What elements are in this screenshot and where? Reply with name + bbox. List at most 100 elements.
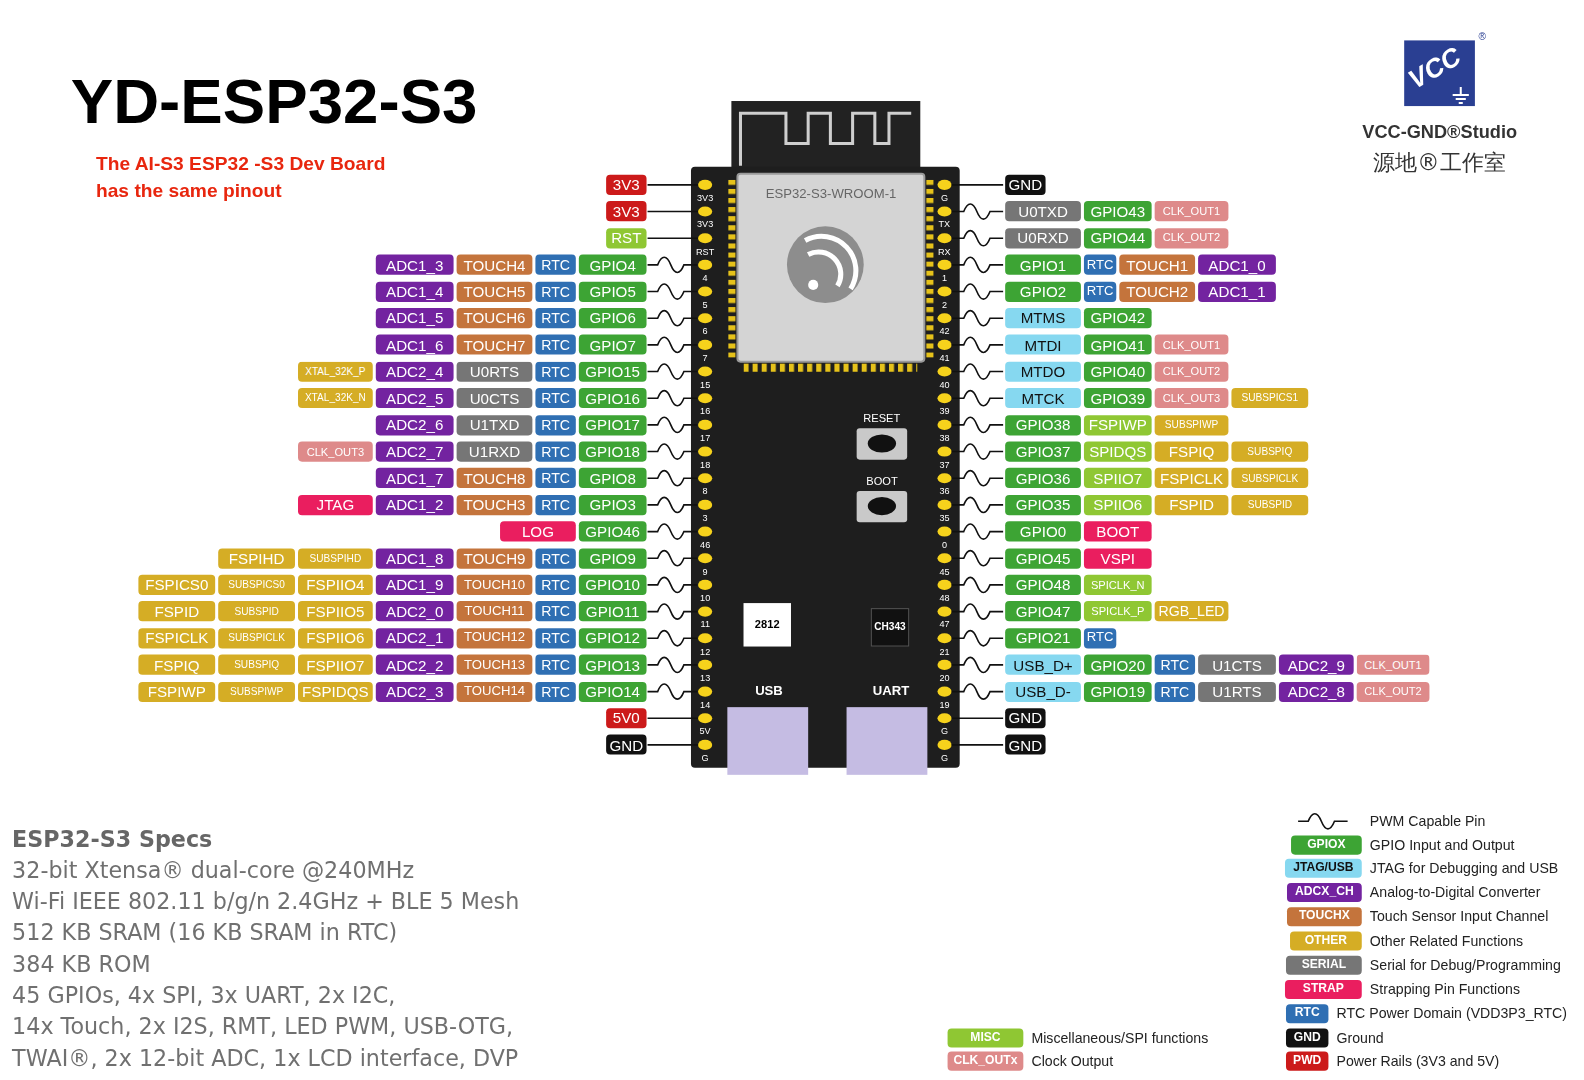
pin-function-text: U1CTS [1212, 656, 1262, 673]
pin-function-text: U1RTS [1212, 683, 1261, 700]
pin-function-tag: RTC [535, 415, 575, 435]
pin-function-tag: RTC [1155, 681, 1195, 701]
pin-dot [937, 286, 951, 296]
pin-function-tag: CLK_OUT1 [1155, 201, 1229, 221]
legend-swatch-text: ADCX_CH [1295, 885, 1354, 899]
pin-function-text: GPIO1 [1020, 256, 1066, 273]
pin-function-text: FSPID [154, 603, 199, 620]
module-pads [926, 180, 933, 358]
pin-function-tag: ADC2_3 [376, 681, 454, 701]
legend-swatch-text: GND [1294, 1031, 1321, 1045]
text-label: The AI-S3 ESP32 -S3 Dev Board has the sa… [96, 150, 391, 205]
pin-function-tag: GPIO38 [1005, 415, 1081, 435]
legend-swatch-text: PWD [1293, 1054, 1321, 1068]
pin-dot [698, 500, 712, 510]
pin-function-tag: FSPIQ [138, 655, 215, 675]
pin-function-tag: GND [1005, 708, 1045, 728]
pin-function-tag: CLK_OUT3 [1155, 388, 1229, 408]
legend-text: RTC Power Domain (VDD3P3_RTC) [1336, 1005, 1567, 1021]
pin-function-text: SUBSPIWP [230, 686, 283, 698]
pin-dot [937, 340, 951, 350]
silkscreen-label: 8 [703, 486, 708, 496]
silkscreen-label: 10 [700, 593, 710, 603]
chip-label: 2812 [755, 618, 780, 631]
pin-function-tag: ADC2_9 [1279, 655, 1354, 675]
legend-text: Ground [1336, 1029, 1383, 1045]
pin-function-tag: TOUCH9 [457, 548, 533, 568]
legend-text: Clock Output [1031, 1053, 1113, 1069]
pin-function-text: SUBSPIQ [234, 659, 279, 671]
pin-dot [698, 740, 712, 750]
legend-text: JTAG for Debugging and USB [1370, 860, 1558, 876]
silkscreen-label: 19 [939, 700, 949, 710]
pin-function-text: RTC [541, 577, 570, 593]
pwm-wave [648, 257, 698, 272]
pin-function-tag: TOUCH3 [457, 495, 533, 515]
pin-function-tag: GPIO48 [1005, 575, 1081, 595]
pin-function-text: GPIO40 [1090, 363, 1145, 380]
silkscreen-label: G [941, 726, 948, 736]
pin-function-text: TOUCH3 [463, 496, 525, 513]
silkscreen-label: G [941, 193, 948, 203]
pin-function-text: RTC [541, 363, 570, 379]
lead-line [648, 717, 699, 719]
pwm-wave [952, 204, 1004, 219]
pin-dot [937, 260, 951, 270]
pin-function-tag: SUBSPID [218, 601, 295, 621]
pin-function-text: USB_D- [1015, 683, 1071, 700]
pin-function-text: TOUCH9 [463, 550, 525, 567]
lead-line [648, 237, 699, 239]
pin-function-tag: GPIO45 [1005, 548, 1081, 568]
silkscreen-label: UART [873, 683, 909, 698]
pin-dot [698, 607, 712, 617]
pin-function-tag: GPIO0 [1005, 521, 1081, 541]
pin-function-text: SPIDQS [1089, 443, 1146, 460]
silkscreen-label: 41 [939, 353, 949, 363]
boot-button [857, 491, 908, 522]
pin-function-tag: TOUCH11 [457, 601, 533, 621]
pin-function-tag: FSPIIO6 [298, 628, 373, 648]
pwm-wave [952, 524, 1004, 539]
pin-function-tag: U1RXD [457, 441, 533, 461]
module-pads [744, 364, 918, 372]
pin-function-text: FSPIWP [148, 683, 206, 700]
pin-function-text: SUBSPICS1 [1241, 392, 1298, 404]
lead-line [952, 184, 1004, 186]
silkscreen-label: 48 [939, 593, 949, 603]
pin-function-tag: GPIO36 [1005, 468, 1081, 488]
pin-function-text: ADC1_5 [386, 310, 443, 327]
pwm-wave [648, 684, 698, 699]
pin-function-text: GPIO45 [1016, 550, 1071, 567]
pin-function-text: MTDO [1021, 363, 1066, 380]
pin-function-text: RTC [541, 310, 570, 326]
pin-function-text: GPIO18 [585, 443, 640, 460]
pin-function-tag: ADC1_5 [376, 308, 454, 328]
pin-function-tag: TOUCH5 [457, 281, 533, 301]
pin-function-tag: ADC1_6 [376, 335, 454, 355]
legend-swatch-text: CLK_OUTx [953, 1054, 1017, 1068]
pin-function-text: RTC [1087, 257, 1114, 272]
pwm-wave [648, 311, 698, 326]
pin-function-text: FSPIIO4 [306, 576, 364, 593]
pin-function-tag: U0CTS [457, 388, 533, 408]
pin-function-tag: RGB_LED [1155, 601, 1229, 621]
pin-function-tag: LOG [500, 521, 576, 541]
pwm-wave [648, 284, 698, 299]
pin-function-text: GPIO7 [590, 336, 636, 353]
pin-function-text: GPIO42 [1090, 310, 1145, 327]
pin-function-text: RTC [1087, 284, 1114, 299]
pin-function-tag: ADC1_0 [1198, 255, 1276, 275]
pin-function-text: GPIO19 [1090, 683, 1145, 700]
pin-function-tag: XTAL_32K_N [298, 388, 373, 408]
pin-function-text: GPIO17 [585, 416, 640, 433]
uart-port [847, 707, 928, 775]
pin-function-text: U1TXD [470, 416, 520, 433]
pin-dot [937, 713, 951, 723]
pin-function-text: GND [1009, 710, 1043, 727]
pin-function-text: GND [1009, 736, 1043, 753]
pin-function-tag: RTC [535, 601, 575, 621]
lead-line [648, 744, 699, 746]
pin-dot [937, 180, 951, 190]
pin-function-text: FSPICLK [1160, 470, 1223, 487]
